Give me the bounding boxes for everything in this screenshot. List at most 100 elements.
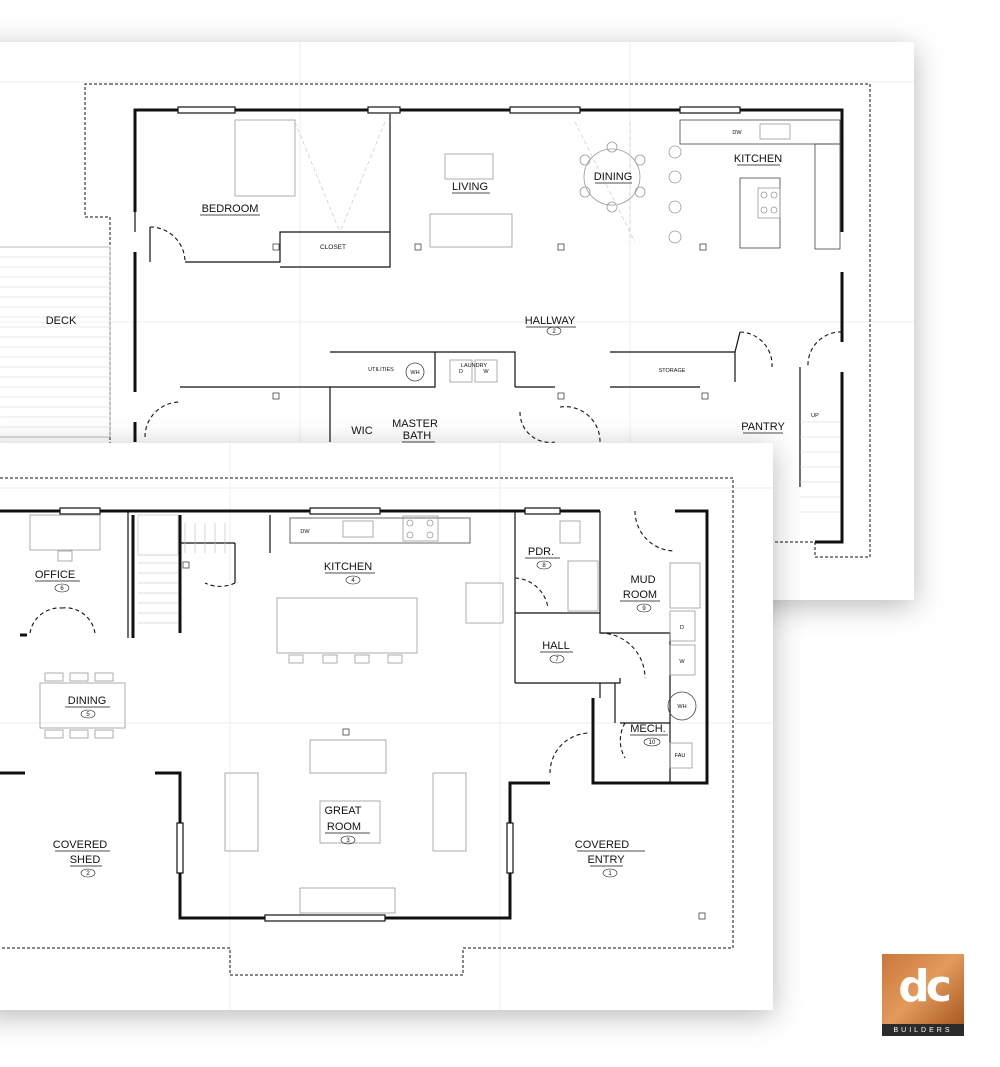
lower-windows	[59, 507, 561, 922]
dining-chairs-lower	[44, 672, 114, 739]
washer-lower	[669, 644, 696, 676]
mud-room-number: 9	[642, 606, 646, 612]
great-room-chair-right	[432, 772, 467, 852]
living-label: LIVING	[452, 181, 488, 193]
great-room-label-1: GREAT	[324, 805, 361, 817]
stove	[757, 187, 781, 219]
pantry-door	[739, 331, 773, 368]
kitchen-counter	[679, 119, 841, 145]
covered-shed-label-1: COVERED	[53, 839, 107, 851]
mud-room-exterior-door	[634, 510, 676, 552]
storage-label: STORAGE	[659, 368, 686, 374]
covered-shed-label-2: SHED	[70, 854, 101, 866]
washer	[449, 359, 473, 383]
ceiling-fixtures	[272, 243, 709, 400]
utilities-label: UTILITIES	[368, 367, 394, 373]
stair	[137, 514, 226, 624]
ceiling-fixtures-lower	[182, 561, 706, 920]
lower-grid	[0, 443, 773, 1010]
deck-area	[0, 246, 111, 438]
sink-lower	[342, 520, 374, 538]
mech-water-heater	[667, 691, 697, 721]
kitchen-island-lower	[276, 597, 418, 654]
coffee-table	[319, 800, 381, 844]
great-room-label-2: ROOM	[327, 821, 361, 833]
dining-table	[583, 148, 641, 206]
lower-floor-plan-sheet: DW D W WH FAU OFFICE 6 KITCHEN 4 PDR. 8	[0, 443, 773, 1010]
office-chair	[57, 550, 73, 562]
vanity	[567, 560, 599, 612]
hallway-number: 2	[552, 329, 556, 335]
pantry-stairs	[800, 421, 840, 513]
hallway-wall	[180, 331, 801, 487]
hall-label: HALL	[542, 640, 570, 652]
sofa	[429, 213, 513, 248]
entry-door	[549, 732, 591, 774]
bath-door	[519, 411, 556, 443]
upper-windows	[177, 106, 741, 114]
kitchen-counter-lower	[289, 517, 471, 544]
hallway-label: HALLWAY	[525, 315, 576, 327]
furnace-tag: FAU	[675, 753, 686, 759]
great-room-sofa	[309, 739, 387, 774]
hall-number: 7	[555, 657, 559, 663]
master-bath-label-2: BATH	[403, 430, 432, 442]
master-bath-label-1: MASTER	[392, 418, 438, 430]
bed	[234, 119, 296, 197]
office-door	[29, 607, 96, 634]
mud-bench	[669, 562, 701, 609]
kitchen-counter-side	[814, 143, 841, 250]
dryer-tag-lower: D	[680, 625, 684, 631]
deck-label: DECK	[46, 315, 77, 327]
lower-floor-plan-drawing: DW D W WH FAU OFFICE 6 KITCHEN 4 PDR. 8	[0, 443, 773, 1010]
lower-property-outline	[0, 477, 734, 976]
great-room-chair-left	[224, 772, 259, 852]
washer-tag: W	[483, 369, 489, 375]
mech-door	[619, 722, 626, 759]
dining-table-lower	[39, 682, 126, 729]
hall-door	[599, 632, 646, 679]
fireplace	[299, 887, 396, 914]
dryer-tag: D	[459, 369, 463, 375]
dining-label: DINING	[68, 695, 107, 707]
water-heater-tag: WH	[410, 370, 419, 376]
pdr-label: PDR.	[528, 546, 554, 558]
washer-tag-lower: W	[679, 659, 685, 665]
dryer	[474, 359, 498, 383]
kitchen-door	[204, 582, 236, 587]
dryer-lower	[669, 610, 696, 642]
laundry-label: LAUNDRY	[461, 363, 488, 369]
covered-entry-label-2: ENTRY	[587, 854, 625, 866]
closet-label: CLOSET	[320, 244, 346, 251]
logo-wordmark: BUILDERS	[882, 1024, 964, 1036]
stair-up-tag: UP	[811, 413, 819, 419]
water-heater	[405, 362, 425, 382]
covered-shed-number: 2	[86, 871, 90, 877]
mech-number: 10	[649, 740, 656, 746]
bedroom-wall	[134, 112, 391, 268]
powder-room-door	[514, 577, 549, 609]
great-room-number: 3	[346, 838, 350, 844]
office-number: 6	[60, 586, 64, 592]
covered-entry-label-1: COVERED	[575, 839, 629, 851]
storage-door	[559, 406, 601, 443]
dining-number: 5	[86, 712, 90, 718]
stove-lower	[402, 515, 439, 542]
bar-stools	[668, 145, 682, 244]
logo-mark: dc	[898, 961, 952, 1012]
pantry-label: PANTRY	[741, 421, 785, 433]
dishwasher-tag-lower: DW	[300, 529, 310, 535]
exterior-door	[807, 331, 843, 368]
dishwasher-tag: DW	[732, 130, 742, 136]
upper-floor-plan-drawing: DW WH D W UP BEDROOM CLOSET LIVING DININ…	[0, 42, 914, 600]
bedroom-door	[149, 226, 186, 263]
dining-label-upper: DINING	[594, 171, 633, 183]
toilet	[559, 520, 581, 544]
kitchen-label-upper: KITCHEN	[734, 153, 782, 165]
tv-console	[444, 153, 494, 180]
pdr-number: 8	[542, 563, 546, 569]
fridge	[465, 582, 504, 624]
water-heater-tag-lower: WH	[677, 704, 686, 710]
kitchen-number: 4	[351, 578, 355, 584]
logo-mark-box: dc	[882, 954, 964, 1024]
